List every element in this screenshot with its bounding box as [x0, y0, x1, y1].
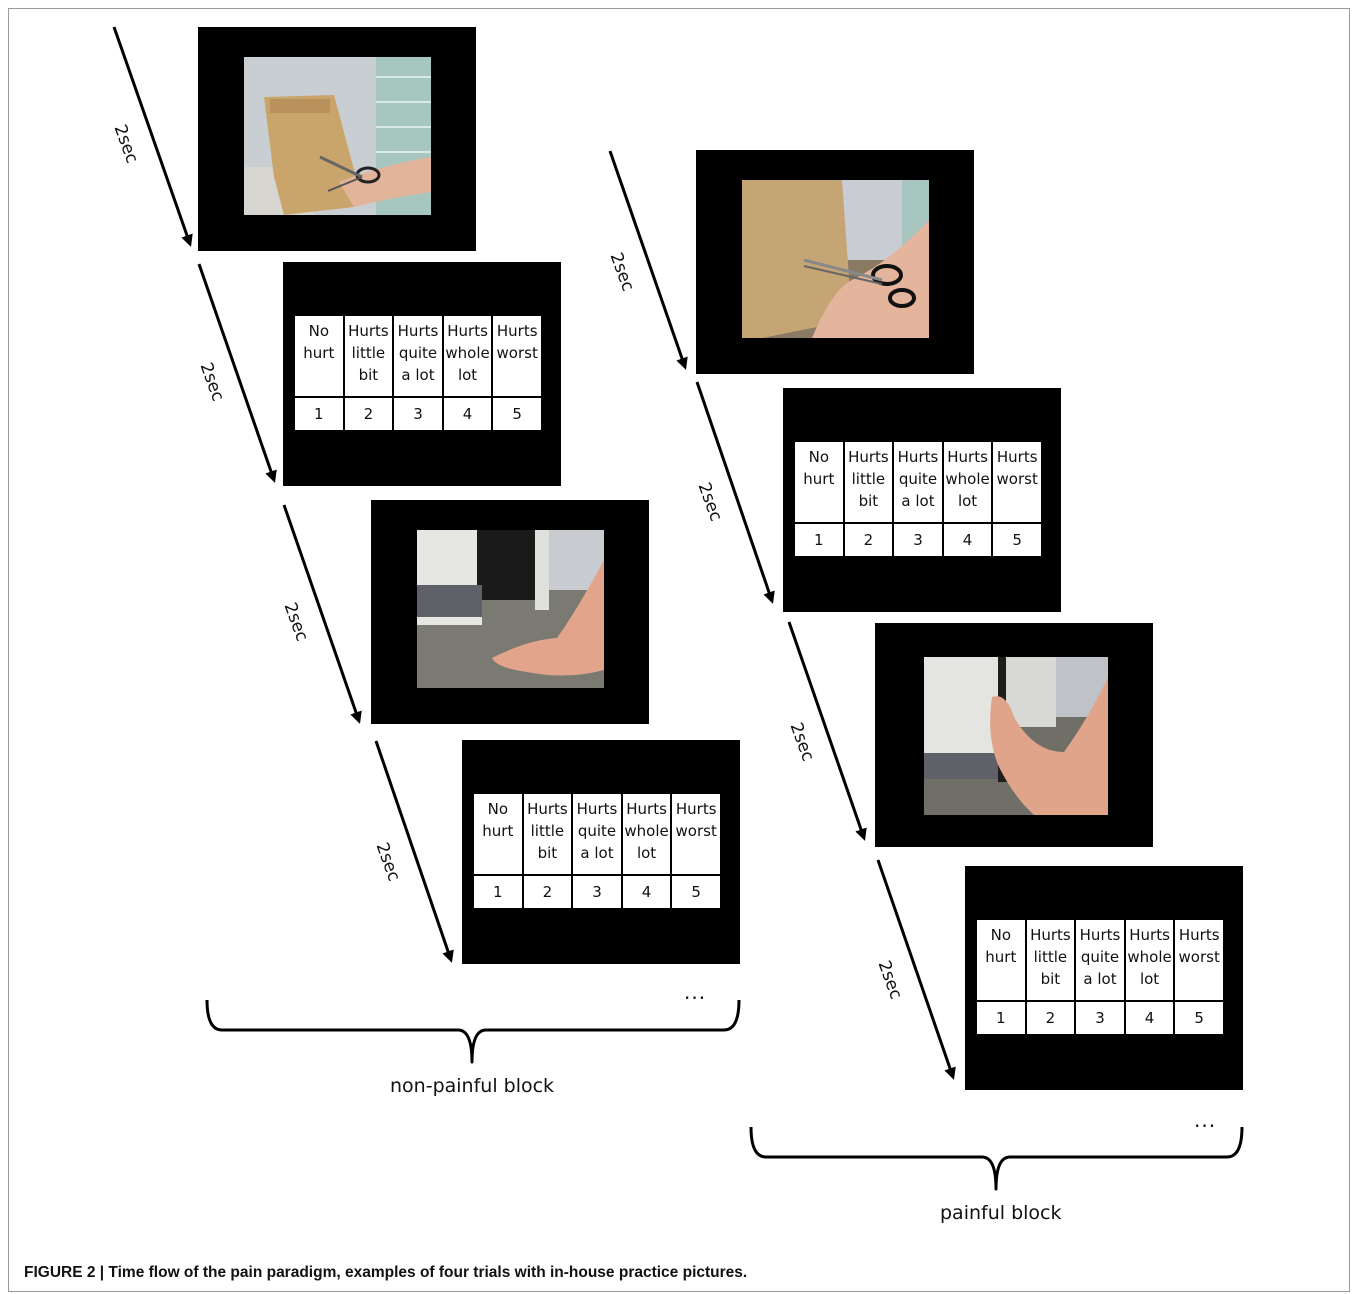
- screen-photo-envelope: [198, 27, 476, 251]
- label-painful-block: painful block: [940, 1202, 1062, 1224]
- scale-number-3[interactable]: 3: [394, 398, 442, 430]
- ellipsis-nonpainful: ...: [684, 980, 707, 1004]
- scale-number-1[interactable]: 1: [295, 398, 343, 430]
- scale-number-1[interactable]: 1: [977, 1002, 1025, 1034]
- scale-number-1[interactable]: 1: [474, 876, 522, 908]
- scale-number-5[interactable]: 5: [993, 524, 1041, 556]
- label-non-painful-block: non-painful block: [390, 1075, 555, 1097]
- scale-number-3[interactable]: 3: [894, 524, 942, 556]
- photo-hands-cutting-envelope: [244, 57, 431, 215]
- scale-number-4[interactable]: 4: [443, 398, 492, 430]
- scale-number-3[interactable]: 3: [573, 876, 621, 908]
- scale-number-4[interactable]: 4: [1125, 1002, 1174, 1034]
- scale-number-2[interactable]: 2: [844, 524, 893, 556]
- photo-scissors-cutting-finger: [742, 180, 929, 338]
- scale-number-5[interactable]: 5: [1175, 1002, 1223, 1034]
- arrow-painful-3: [787, 621, 867, 841]
- scale-number-2[interactable]: 2: [523, 876, 572, 908]
- screen-photo-scissors-finger: [696, 150, 974, 374]
- scale-number-5[interactable]: 5: [493, 398, 541, 430]
- photo-foot-near-cabinet: [417, 530, 604, 688]
- brace-painful: [749, 1126, 1244, 1191]
- arrow-nonpainful-4: [374, 740, 454, 963]
- figure-caption: FIGURE 2 | Time flow of the pain paradig…: [24, 1264, 748, 1281]
- arrow-painful-1: [608, 150, 688, 370]
- photo-foot-caught-in-door: [924, 657, 1108, 815]
- screen-photo-foot-in-door: [875, 623, 1153, 847]
- screen-photo-foot-near-door: [371, 500, 649, 724]
- arrow-painful-2: [695, 381, 775, 604]
- scale-number-1[interactable]: 1: [795, 524, 843, 556]
- arrow-nonpainful-2: [197, 263, 277, 483]
- arrow-nonpainful-1: [112, 26, 193, 247]
- scale-number-2[interactable]: 2: [1026, 1002, 1075, 1034]
- scale-number-4[interactable]: 4: [622, 876, 671, 908]
- arrow-painful-4: [876, 859, 956, 1080]
- figure-frame: [8, 8, 1350, 1292]
- brace-nonpainful: [205, 999, 741, 1064]
- scale-number-4[interactable]: 4: [943, 524, 992, 556]
- arrow-nonpainful-3: [282, 504, 362, 724]
- scale-number-5[interactable]: 5: [672, 876, 720, 908]
- ellipsis-painful: ...: [1194, 1108, 1217, 1132]
- scale-number-3[interactable]: 3: [1076, 1002, 1124, 1034]
- scale-number-2[interactable]: 2: [344, 398, 393, 430]
